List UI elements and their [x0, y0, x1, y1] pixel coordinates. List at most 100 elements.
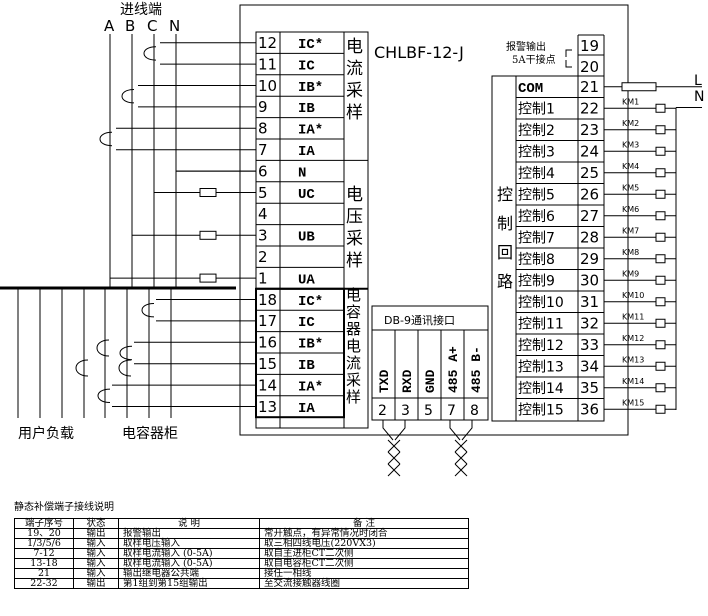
- right-terminal-num: 30: [580, 272, 599, 290]
- left-terminal-name: IA*: [298, 379, 323, 395]
- right-terminal-name: 控制9: [518, 274, 555, 290]
- phase-label-n: N: [169, 17, 180, 35]
- left-terminal-name: UA: [298, 272, 315, 288]
- left-terminal-num: 9: [258, 98, 268, 116]
- left-terminal-num: 8: [258, 120, 268, 138]
- left-terminal-num: 11: [258, 55, 277, 73]
- left-terminal-name: UB: [298, 230, 315, 246]
- left-terminal-name: IB*: [298, 80, 323, 96]
- db9-signal: RXD: [400, 369, 415, 393]
- device-model: CHLBF-12-J: [374, 43, 464, 62]
- db9-pin: 2: [378, 403, 387, 419]
- right-terminal-name: 控制12: [518, 338, 564, 354]
- contactor-label: KM15: [622, 398, 644, 407]
- notes-cell: 输出: [73, 528, 119, 539]
- db9-signal: 485 B-: [469, 346, 484, 393]
- notes-cell: 19、20: [14, 528, 74, 539]
- notes-cell: 接任一相线: [259, 568, 469, 579]
- right-terminal-num: 23: [580, 121, 599, 139]
- inlet-title: 进线端: [120, 2, 162, 18]
- left-terminal-num: 14: [258, 376, 277, 394]
- contactor-label: KM1: [622, 97, 639, 106]
- group-label-voltage: 电压采样: [346, 185, 363, 271]
- contactor-label: KM12: [622, 334, 644, 343]
- right-terminal-num: 19: [580, 37, 599, 55]
- right-terminal-num: 24: [580, 143, 599, 161]
- db9-pin: 5: [424, 403, 433, 419]
- notes-cell: 取自电容柜CT二次侧: [259, 558, 469, 569]
- left-terminal-name: IB*: [298, 337, 323, 353]
- db9-signal: TXD: [377, 369, 392, 393]
- contactor-column: LNKM1KM2KM3KM4KM5KM6KM7KM8KM9KM10KM11KM1…: [604, 73, 704, 414]
- left-terminal-num: 17: [258, 312, 277, 330]
- notes-header-cell: 说 明: [118, 518, 260, 529]
- notes-cell: 输入: [73, 558, 119, 569]
- left-terminal-name: IC*: [298, 37, 323, 53]
- notes-cell: 13-18: [14, 558, 74, 569]
- right-terminal-name: 控制6: [518, 209, 555, 225]
- notes-cell: 输出: [73, 578, 119, 589]
- right-terminal-num: 31: [580, 293, 599, 311]
- right-terminal-name: 控制13: [518, 360, 564, 376]
- right-terminal-name: 控制14: [518, 381, 564, 397]
- left-terminal-name: IC*: [298, 294, 323, 310]
- cabinet-label: 电容器柜: [122, 425, 178, 442]
- right-terminal-name: COM: [518, 81, 543, 97]
- left-terminal-num: 1: [258, 269, 268, 287]
- left-terminal-num: 18: [258, 291, 277, 309]
- notes-cell: 取三相四线电压(220VX3): [259, 538, 469, 549]
- left-terminal-num: 15: [258, 355, 277, 373]
- left-terminal-num: 12: [258, 34, 277, 52]
- left-terminal-num: 7: [258, 141, 268, 159]
- contactor-label: KM4: [622, 162, 639, 171]
- contactor-label: KM14: [622, 377, 644, 386]
- right-terminal-num: 36: [580, 401, 599, 419]
- left-terminal-name: IC: [298, 58, 315, 74]
- phase-label-a: A: [104, 17, 115, 35]
- left-terminal-num: 3: [258, 227, 268, 245]
- notes-header-row: 端子序号 状态 说 明 备 注: [14, 518, 469, 529]
- alarm-contact-symbol: [565, 49, 572, 68]
- left-terminal-num: 16: [258, 334, 277, 352]
- right-terminal-name: 控制4: [518, 166, 555, 182]
- notes-cell: 输入: [73, 568, 119, 579]
- notes-cell: 至交流接触器线圈: [259, 578, 469, 589]
- db9-signal: 485 A+: [446, 346, 461, 393]
- device-frame: [239, 4, 629, 436]
- left-terminal-name: IA: [298, 401, 315, 417]
- notes-cell: 常开触点，有异常情况时闭合: [259, 528, 469, 539]
- right-terminal-name: 控制10: [518, 295, 564, 311]
- notes-cell: 取样电流输入 (0-5A): [118, 548, 260, 559]
- left-terminal-name: UC: [298, 187, 315, 203]
- contactor-label: KM3: [622, 140, 639, 149]
- contactor-label: KM2: [622, 119, 639, 128]
- line-wiring: [0, 34, 256, 418]
- supply-label-l: L: [694, 73, 702, 89]
- left-terminal-num: 2: [258, 248, 268, 266]
- notes-cell: 7-12: [14, 548, 74, 559]
- contactor-label: KM7: [622, 226, 639, 235]
- group-label-current: 电流采样: [346, 37, 363, 123]
- notes-cell: 取自主进柜CT二次侧: [259, 548, 469, 559]
- contactor-label: KM5: [622, 183, 639, 192]
- right-terminal-num: 33: [580, 336, 599, 354]
- left-terminal-num: 5: [258, 184, 268, 202]
- right-terminal-name: 控制3: [518, 145, 555, 161]
- notes-cell: 取样电压输入: [118, 538, 260, 549]
- right-terminal-name: 控制11: [518, 317, 564, 333]
- notes-cell: 输出继电器公共端: [118, 568, 260, 579]
- right-terminal-num: 27: [580, 207, 599, 225]
- right-terminal-num: 25: [580, 164, 599, 182]
- contactor-label: KM8: [622, 248, 639, 257]
- load-label: 用户负载: [18, 425, 74, 442]
- right-terminal-name: 控制8: [518, 252, 555, 268]
